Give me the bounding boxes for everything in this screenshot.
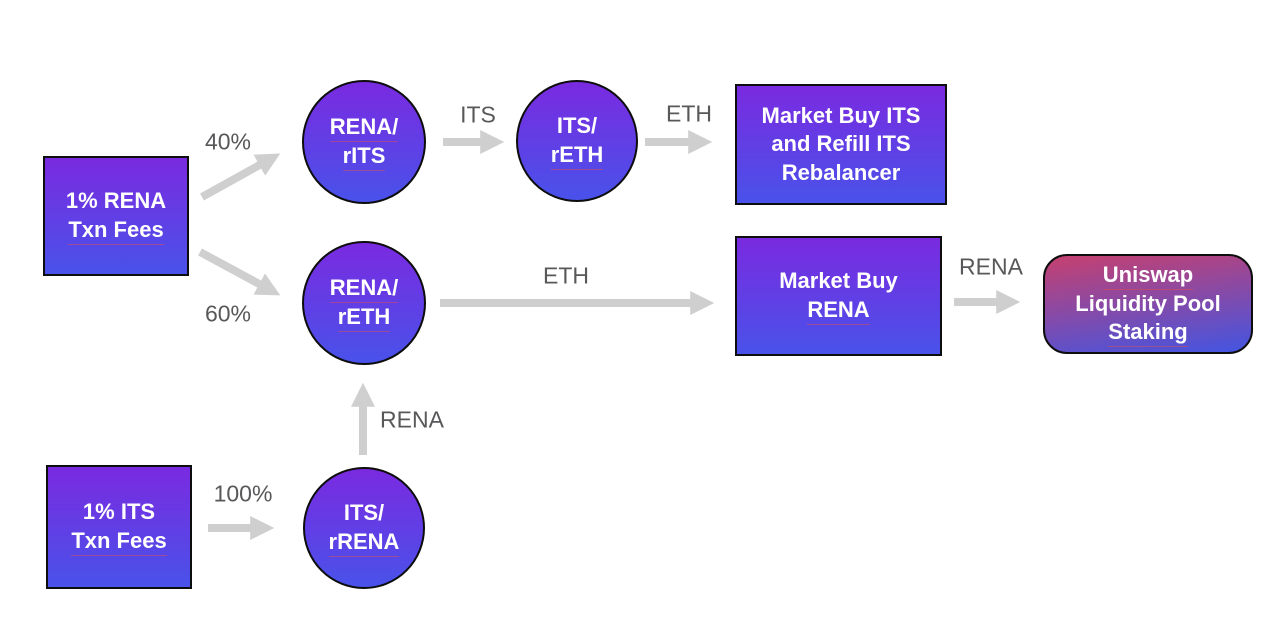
node-label-line: Market Buy — [779, 268, 898, 294]
node-rena-txn-fees: 1% RENA Txn Fees — [43, 156, 189, 276]
node-label-line: Txn Fees — [71, 527, 167, 556]
node-uniswap-lp-staking: Uniswap Liquidity Pool Staking — [1043, 254, 1253, 354]
edge-label-100pct: 100% — [213, 480, 273, 507]
edge-label-rena-up: RENA — [380, 406, 444, 433]
node-label-line: Market Buy ITS — [761, 103, 921, 129]
arrow-rena-fees-40pct — [200, 153, 281, 201]
node-label-line: Staking — [1108, 318, 1188, 348]
node-label-line: ITS/ — [556, 113, 598, 139]
edge-label-eth-mid: ETH — [543, 262, 589, 289]
node-label-line: and Refill ITS — [771, 131, 911, 157]
node-label-line: RENA — [807, 296, 870, 325]
node-label-line: Uniswap — [1102, 261, 1194, 290]
edge-label-40pct: 40% — [204, 128, 252, 155]
node-label-line: 1% RENA — [65, 188, 167, 214]
node-label-line: rITS — [342, 142, 386, 172]
node-market-buy-rena: Market Buy RENA — [735, 236, 942, 356]
node-label-line: rRENA — [328, 528, 400, 557]
edge-label-rena-to-uniswap: RENA — [959, 253, 1023, 280]
node-label-line: rETH — [550, 141, 604, 170]
node-rena-rits-pool: RENA/ rITS — [302, 80, 426, 204]
node-rena-reth-pool: RENA/ rETH — [302, 241, 426, 365]
node-label-line: RENA/ — [329, 274, 399, 303]
edge-label-its-top: ITS — [460, 101, 496, 128]
node-label-line: Rebalancer — [781, 159, 901, 185]
node-its-rrena-pool: ITS/ rRENA — [303, 467, 425, 589]
node-label-line: RENA/ — [329, 113, 399, 142]
edge-label-eth-top: ETH — [666, 100, 712, 127]
node-label-line: ITS/ — [343, 500, 385, 526]
arrow-rena-fees-60pct — [198, 248, 281, 296]
edge-label-60pct: 60% — [204, 300, 252, 327]
node-its-reth-pool: ITS/ rETH — [516, 80, 638, 202]
node-its-txn-fees: 1% ITS Txn Fees — [46, 465, 192, 589]
node-label-line: Txn Fees — [68, 216, 164, 245]
node-label-line: rETH — [337, 303, 391, 333]
node-label-line: 1% ITS — [82, 499, 156, 525]
node-label-line: Liquidity Pool — [1075, 290, 1221, 316]
node-market-buy-its-rebalancer: Market Buy ITS and Refill ITS Rebalancer — [735, 84, 947, 205]
